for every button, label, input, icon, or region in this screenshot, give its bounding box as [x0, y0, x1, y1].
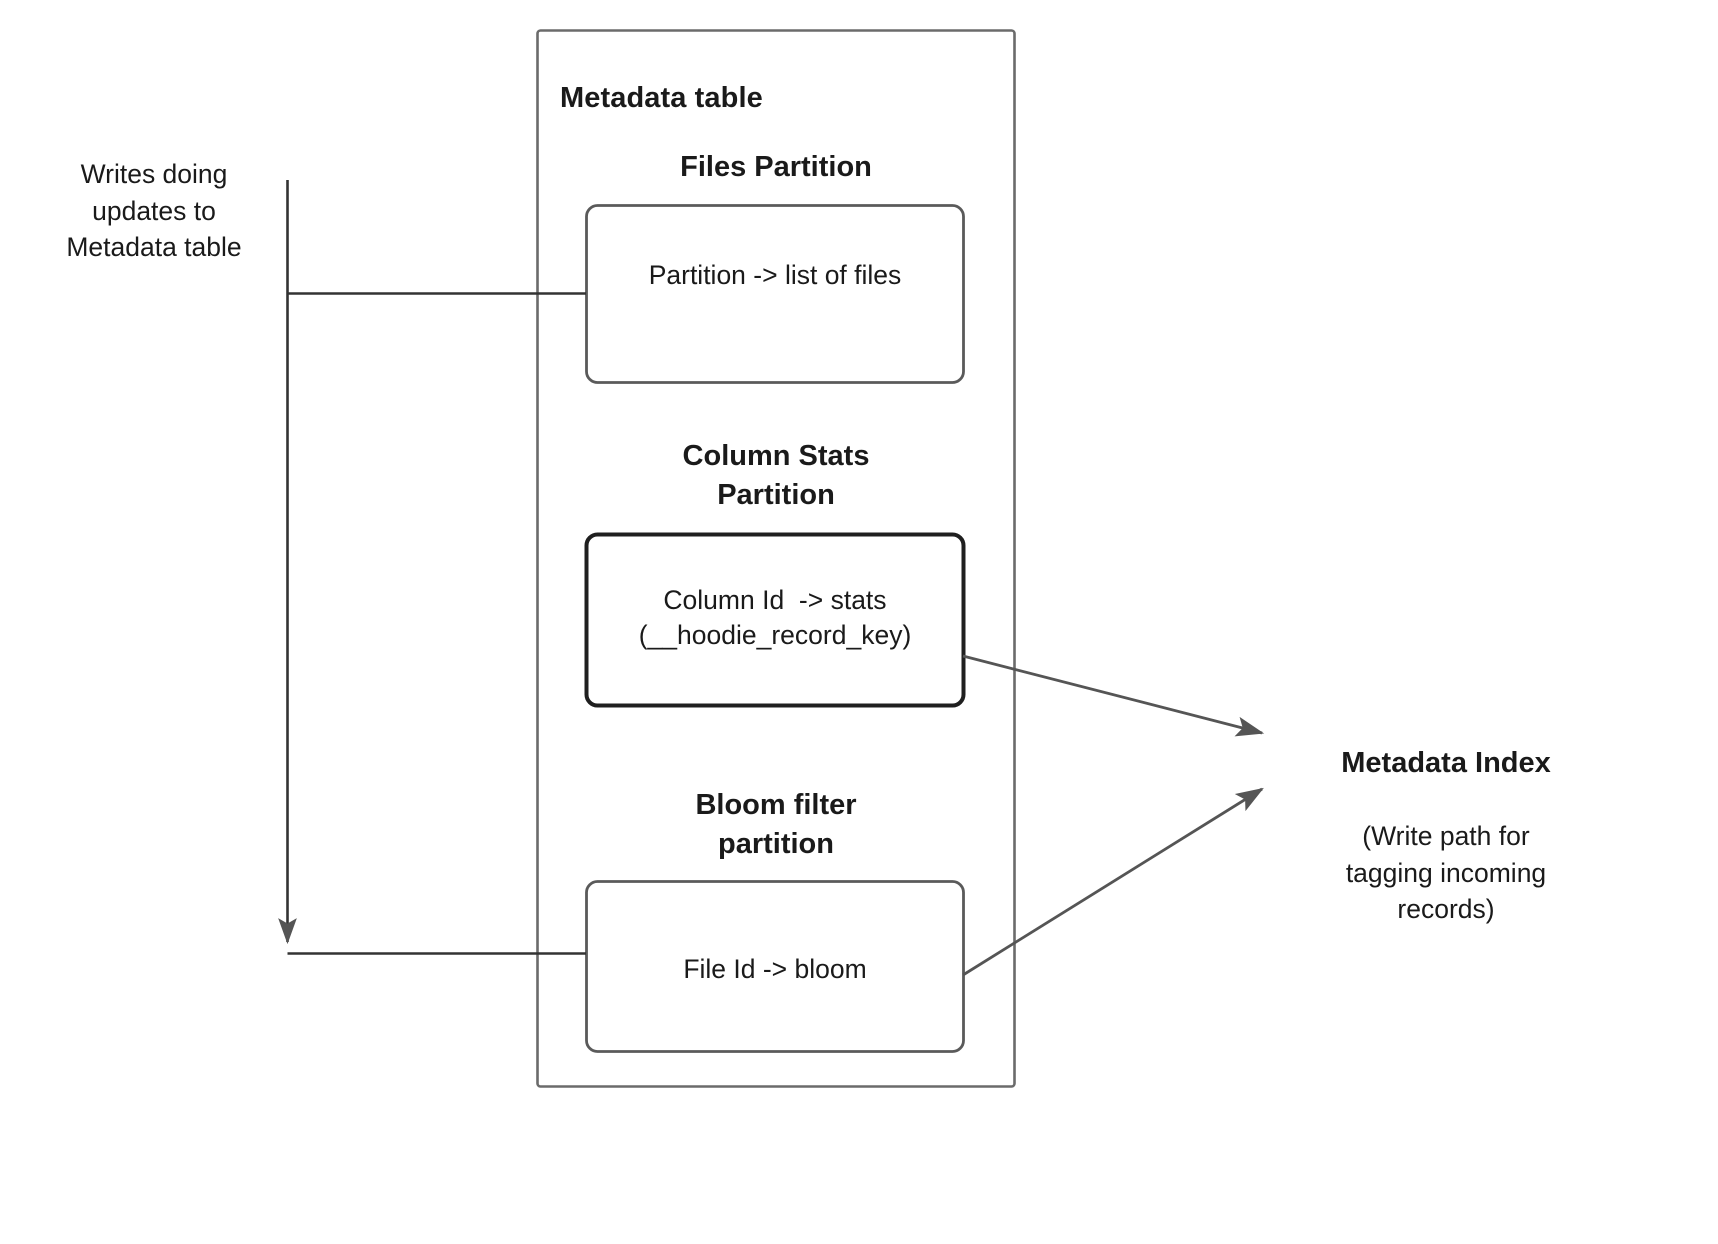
- bloom-filter-partition-box-text: File Id -> bloom: [683, 954, 867, 984]
- writes-updates-note: Writes doing updates to Metadata table: [66, 159, 242, 263]
- column-stats-to-index-arrow: [962, 654, 1265, 737]
- files-partition-box-text: Partition -> list of files: [648, 260, 902, 290]
- metadata-index-subtitle: (Write path for tagging incoming records…: [1345, 821, 1547, 925]
- column-stats-partition-box-text: Column Id -> stats (__hoodie_record_key): [638, 585, 912, 650]
- metadata-table-label: Metadata table: [560, 82, 763, 114]
- files-partition-box: [585, 204, 965, 384]
- column-stats-partition-heading: Column Stats Partition: [682, 440, 870, 511]
- metadata-index-title: Metadata Index: [1341, 747, 1551, 779]
- bloom-filter-partition-heading: Bloom filter partition: [695, 789, 857, 860]
- metadata-table-container: [536, 29, 1016, 1088]
- files-partition-heading: Files Partition: [680, 151, 872, 183]
- bloom-to-index-arrow: [962, 787, 1264, 977]
